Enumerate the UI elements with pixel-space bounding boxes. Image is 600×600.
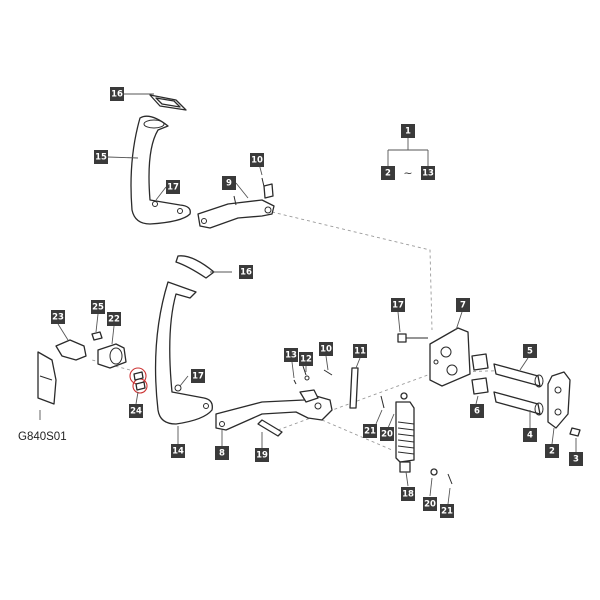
callout-20-mid: 20 [380, 427, 394, 441]
svg-text:2: 2 [385, 169, 391, 179]
callout-21-mid: 21 [363, 424, 377, 438]
upper-pedal-bracket [197, 177, 275, 229]
callout-3: 3 [569, 452, 583, 466]
lower-pedal-pad [175, 255, 215, 279]
svg-text:10: 10 [251, 156, 263, 166]
callout-2-part: 2 [545, 444, 559, 458]
svg-text:7: 7 [460, 301, 466, 311]
callout-10-lower: 10 [319, 342, 333, 356]
callout-25: 25 [91, 300, 105, 314]
svg-text:18: 18 [402, 490, 414, 500]
svg-text:15: 15 [95, 153, 107, 163]
svg-text:4: 4 [527, 431, 533, 441]
callout-6: 6 [470, 404, 484, 418]
svg-text:13: 13 [422, 169, 434, 179]
svg-text:25: 25 [92, 303, 104, 313]
svg-text:10: 10 [320, 345, 332, 355]
svg-text:11: 11 [354, 347, 366, 357]
callout-2-legend: 2 [381, 166, 395, 180]
callout-18: 18 [401, 487, 415, 501]
svg-text:14: 14 [172, 447, 184, 457]
svg-text:20: 20 [381, 430, 393, 440]
callout-13-part: 13 [284, 348, 298, 362]
svg-text:24: 24 [130, 407, 142, 417]
svg-text:5: 5 [527, 347, 533, 357]
lower-pedal-bracket [215, 389, 333, 431]
leader-lines [39, 93, 577, 505]
svg-text:21: 21 [441, 507, 453, 517]
svg-text:19: 19 [256, 451, 268, 461]
callout-15: 15 [94, 150, 108, 164]
callout-20-bottom: 20 [423, 497, 437, 511]
svg-text:2: 2 [549, 447, 555, 457]
callout-7: 7 [456, 298, 470, 312]
svg-text:17: 17 [167, 183, 179, 193]
svg-text:17: 17 [392, 301, 404, 311]
callout-11: 11 [353, 344, 367, 358]
callout-14: 14 [171, 444, 185, 458]
bolt-17 [397, 333, 428, 343]
callout-9: 9 [222, 176, 236, 190]
svg-text:21: 21 [364, 427, 376, 437]
callout-16-top: 16 [110, 87, 124, 101]
bushings-6 [471, 353, 489, 395]
callout-24: 24 [129, 404, 143, 418]
spring-damper [380, 392, 453, 485]
bushing-22 [97, 343, 127, 369]
callout-4: 4 [523, 428, 537, 442]
end-plate-2 [547, 371, 581, 437]
callout-1: 1 [401, 124, 415, 138]
callout-21-bottom: 21 [440, 504, 454, 518]
callout-19: 19 [255, 448, 269, 462]
callout-23: 23 [51, 310, 65, 324]
bracket-23 [55, 339, 87, 361]
callout-22: 22 [107, 312, 121, 326]
figure-code: G840S01 [18, 431, 67, 443]
svg-text:3: 3 [573, 455, 579, 465]
callout-17-top: 17 [166, 180, 180, 194]
callout-17-right: 17 [391, 298, 405, 312]
svg-text:22: 22 [108, 315, 120, 325]
svg-text:6: 6 [474, 407, 480, 417]
lower-pedal-arm [154, 281, 213, 425]
callout-12: 12 [299, 352, 313, 366]
callout-16-lower: 16 [239, 265, 253, 279]
svg-text:16: 16 [240, 268, 252, 278]
callout-8: 8 [215, 446, 229, 460]
svg-text:16: 16 [111, 90, 123, 100]
callout-17-lower: 17 [191, 369, 205, 383]
pins-5-4 [493, 363, 544, 416]
screw-25 [91, 331, 103, 341]
bolts-24 [129, 367, 148, 394]
range-separator: ~ [403, 167, 412, 180]
svg-text:23: 23 [52, 313, 64, 323]
mount-plate-7 [429, 327, 471, 387]
svg-text:8: 8 [219, 449, 225, 459]
frame-section [37, 351, 57, 405]
svg-text:13: 13 [285, 351, 297, 361]
svg-text:17: 17 [192, 372, 204, 382]
range-legend [387, 138, 429, 166]
svg-text:12: 12 [300, 355, 312, 365]
callout-5: 5 [523, 344, 537, 358]
svg-text:20: 20 [424, 500, 436, 510]
lower-small-parts [257, 365, 359, 437]
callout-10-top: 10 [250, 153, 264, 167]
svg-text:9: 9 [226, 179, 232, 189]
callout-13-legend: 13 [421, 166, 435, 180]
upper-pedal-pad [149, 94, 187, 111]
upper-pedal-arm [130, 115, 191, 225]
svg-text:1: 1 [405, 127, 411, 137]
